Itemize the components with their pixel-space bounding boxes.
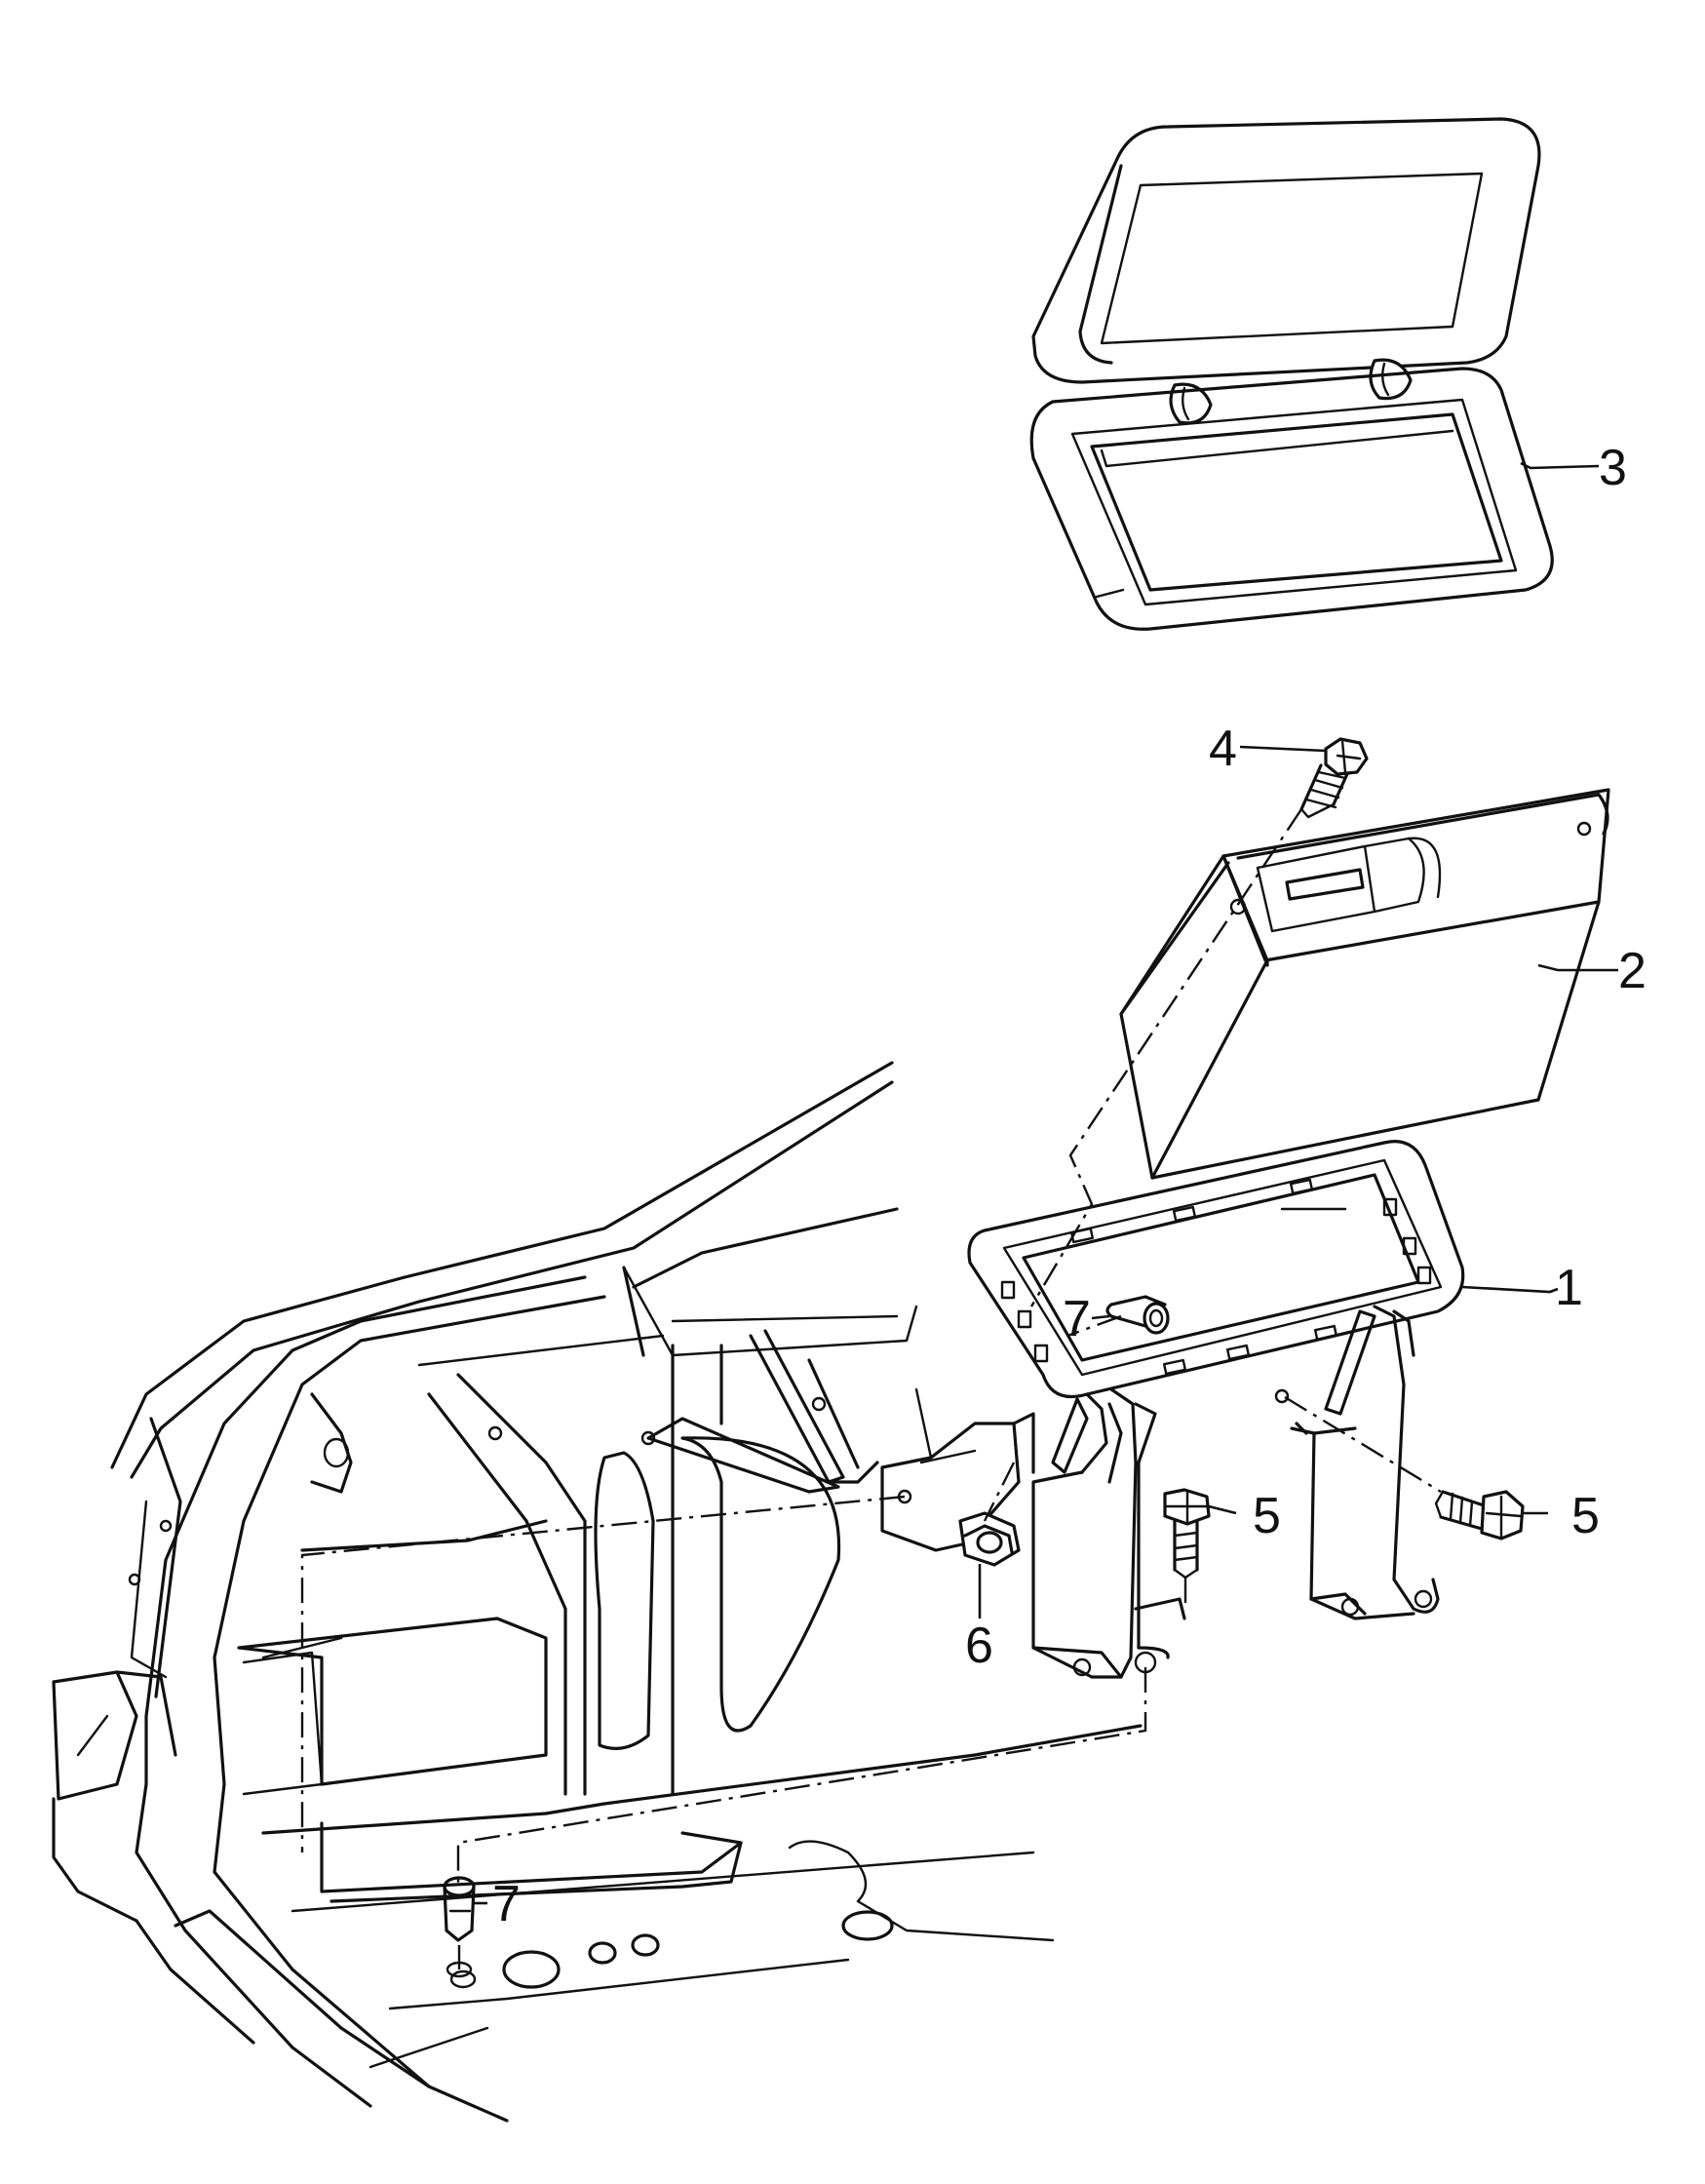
fasteners bbox=[443, 737, 1525, 1978]
callout-3: 3 bbox=[1599, 440, 1627, 496]
callout-7-top: 7 bbox=[1063, 1291, 1091, 1347]
callout-7-bottom: 7 bbox=[492, 1876, 521, 1932]
callout-5-right: 5 bbox=[1571, 1488, 1600, 1544]
callout-2: 2 bbox=[1618, 943, 1647, 999]
callout-6: 6 bbox=[965, 1618, 993, 1674]
assembly-lines bbox=[300, 808, 1442, 1970]
callout-leaders bbox=[474, 461, 1618, 1905]
vehicle-body-trunk bbox=[52, 1061, 1143, 2123]
callout-1: 1 bbox=[1555, 1260, 1583, 1316]
bolt-5-center bbox=[1163, 1488, 1211, 1580]
callout-labels: 1 2 3 4 5 5 6 7 7 bbox=[492, 440, 1647, 1932]
bolt-4 bbox=[1299, 737, 1369, 819]
part-2-control-unit bbox=[1119, 788, 1610, 1180]
callout-5-center: 5 bbox=[1253, 1488, 1281, 1544]
bolt-5-right bbox=[1434, 1490, 1525, 1540]
part-1-bracket bbox=[967, 1140, 1465, 1679]
part-3-cover-box bbox=[1029, 117, 1554, 631]
nut-6 bbox=[958, 1511, 1021, 1567]
callout-4: 4 bbox=[1209, 721, 1237, 777]
sleeve-7-top bbox=[1105, 1295, 1170, 1335]
